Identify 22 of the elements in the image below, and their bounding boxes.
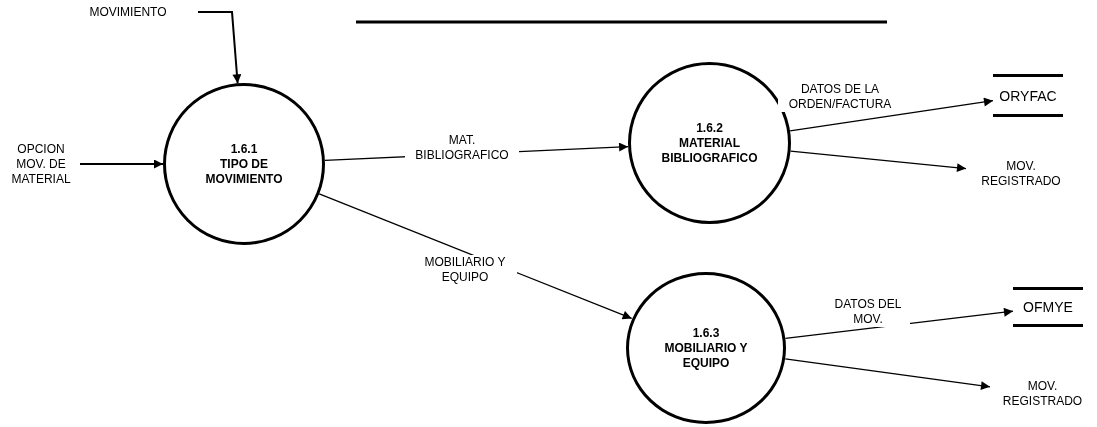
process-name: TIPO DE MOVIMIENTO bbox=[204, 156, 284, 187]
data-store-name: ORYFAC bbox=[999, 87, 1057, 104]
arrow bbox=[784, 358, 991, 391]
flow-endpoint-label: OPCION MOV. DE MATERIAL bbox=[10, 141, 72, 187]
process-circle bbox=[626, 272, 786, 424]
process-circle bbox=[163, 83, 325, 245]
process-name: MOBILIARIO Y EQUIPO bbox=[663, 340, 749, 371]
data-store bbox=[1013, 287, 1083, 327]
data-store-name: OFMYE bbox=[1023, 299, 1073, 315]
arrow bbox=[79, 159, 164, 169]
process-number: 1.6.1 bbox=[229, 141, 259, 157]
flow-endpoint-label: MOV. REGISTRADO bbox=[980, 159, 1062, 189]
arrow bbox=[784, 307, 1014, 340]
arrow bbox=[789, 150, 967, 173]
process-name: MATERIAL BIBLIOGRAFICO bbox=[660, 135, 759, 166]
flow-endpoint-label: MOV. REGISTRADO bbox=[1001, 379, 1084, 409]
process-number: 1.6.3 bbox=[691, 325, 721, 341]
process-number: 1.6.2 bbox=[695, 120, 724, 136]
flow-endpoint-label: MOVIMIENTO bbox=[89, 4, 167, 20]
arrow bbox=[197, 11, 242, 85]
data-store bbox=[993, 74, 1063, 117]
arrow bbox=[789, 97, 994, 132]
